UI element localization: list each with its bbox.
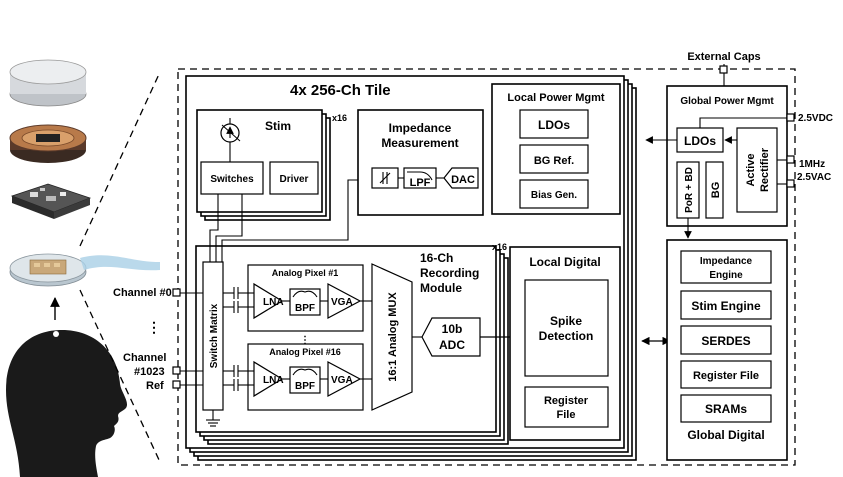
local-register-line2: File: [557, 409, 576, 421]
bpf-box-1: [289, 288, 321, 316]
ac-pin-2-icon: [786, 179, 795, 188]
stim-block: x16 Stim Switches Driver: [196, 109, 347, 221]
recording-title-line1: 16-Ch: [420, 251, 453, 265]
zoom-line-bottom: [79, 289, 161, 463]
local-ldos-box: [519, 109, 589, 139]
vga-label-1: VGA: [331, 297, 353, 308]
zoom-line-top: [79, 71, 161, 247]
bias-gen-box: [519, 179, 589, 209]
local-register-file-box: [524, 386, 609, 428]
pixel16-label: Analog Pixel #16: [269, 347, 341, 357]
ref-label: Ref: [146, 380, 164, 392]
bg-ref-box: [519, 144, 589, 174]
global-digital-block: Impedance Engine Stim Engine SERDES Regi…: [666, 239, 788, 461]
global-digital-title: Global Digital: [687, 428, 764, 442]
channel0-label: Channel #0: [113, 287, 172, 299]
register-file-label: Register File: [693, 370, 759, 382]
rectifier-label-line2: Rectifier: [759, 147, 771, 192]
stim-title: Stim: [265, 119, 291, 133]
analog-pixel-16: Analog Pixel #16 LNA BPF VGA: [223, 343, 372, 411]
driver-label: Driver: [280, 174, 309, 185]
local-power-title: Local Power Mgmt: [507, 92, 605, 104]
adc-label-line2: ADC: [439, 338, 465, 352]
adc-label-line1: 10b: [442, 322, 463, 336]
local-digital-title: Local Digital: [529, 255, 600, 269]
pixel-vdots: ⋮: [300, 335, 310, 346]
analog-mux: [371, 263, 413, 411]
lpf-label: LPF: [410, 177, 431, 189]
active-rectifier-box: [736, 127, 778, 213]
dac-box: [443, 167, 479, 189]
implant-illustration: [6, 59, 160, 477]
spike-detection-box: [524, 279, 609, 377]
stim-engine-label: Stim Engine: [691, 299, 761, 313]
recording-multiplier: x16: [492, 242, 507, 252]
spike-label-line2: Detection: [539, 329, 594, 343]
vac-label: 2.5VAC: [797, 172, 831, 183]
external-caps-label: External Caps: [687, 51, 760, 63]
por-bd-label: PoR + BD: [684, 167, 695, 213]
vdc-pin-icon: [786, 113, 795, 122]
chip-boundary: [177, 68, 796, 466]
switches-box: [200, 161, 264, 195]
recording-title-line2: Recording: [420, 266, 479, 280]
spike-label-line1: Spike: [550, 314, 582, 328]
pixel1-label: Analog Pixel #1: [272, 268, 339, 278]
srams-label: SRAMs: [705, 402, 747, 416]
stim-engine-box: [680, 290, 772, 320]
rectifier-label-line1: Active: [745, 153, 757, 186]
local-power-block: Local Power Mgmt LDOs BG Ref. Bias Gen.: [491, 83, 621, 215]
recording-title-line3: Module: [420, 281, 462, 295]
impedance-engine-line1: Impedance: [700, 256, 753, 267]
local-ldos-label: LDOs: [538, 118, 570, 132]
channel-vdots: ⋮: [147, 319, 161, 335]
vga-amp-icon: [327, 283, 362, 319]
vdc-label: 2.5VDC: [798, 113, 833, 124]
global-ldos-label: LDOs: [684, 134, 716, 148]
global-power-title: Global Power Mgmt: [680, 96, 774, 107]
impedance-title-line1: Impedance: [389, 121, 452, 135]
channel1023-pin-icon: [172, 366, 181, 375]
bg-ref-label: BG Ref.: [534, 155, 574, 167]
freq-label: 1MHz: [799, 159, 825, 170]
serdes-box: [680, 325, 772, 355]
bg-label: BG: [710, 182, 722, 199]
channel0-pin-icon: [172, 288, 181, 297]
dac-label: DAC: [451, 174, 475, 186]
lna-label-16: LNA: [263, 375, 284, 386]
lna-label-1: LNA: [263, 297, 284, 308]
global-power-block: Global Power Mgmt LDOs PoR + BD BG Activ…: [645, 85, 790, 239]
ac-pin-1-icon: [786, 155, 795, 164]
analog-pixel-1: Analog Pixel #1 LNA BPF VGA: [223, 264, 372, 332]
register-file-box: [680, 360, 772, 389]
channel1023-label-line2: #1023: [134, 366, 165, 378]
bias-gen-label: Bias Gen.: [531, 190, 577, 201]
local-digital-block: Local Digital Spike Detection Register F…: [509, 246, 621, 441]
driver-box: [269, 161, 319, 195]
external-caps-pin-icon: [719, 65, 728, 74]
switch-matrix-label: Switch Matrix: [209, 303, 220, 368]
mux-label: 16:1 Analog MUX: [387, 292, 399, 382]
impedance-engine-line2: Engine: [709, 270, 743, 281]
ref-pin-icon: [172, 380, 181, 389]
bpf-label-1: BPF: [295, 303, 315, 314]
tile-title: 4x 256-Ch Tile: [290, 82, 391, 99]
serdes-label: SERDES: [701, 334, 750, 348]
vga-label-16: VGA: [331, 375, 353, 386]
local-register-line1: Register: [544, 395, 589, 407]
stim-multiplier: x16: [332, 113, 347, 123]
impedance-engine-box: [680, 250, 772, 284]
bpf-label-16: BPF: [295, 381, 315, 392]
srams-box: [680, 394, 772, 423]
channel1023-label-line1: Channel: [123, 352, 166, 364]
impedance-measurement-block: Impedance Measurement LPF DAC: [357, 109, 484, 216]
impedance-title-line2: Measurement: [381, 136, 458, 150]
lna-amp-icon: [253, 282, 284, 320]
bg-box: [705, 161, 724, 219]
switches-label: Switches: [210, 174, 254, 185]
